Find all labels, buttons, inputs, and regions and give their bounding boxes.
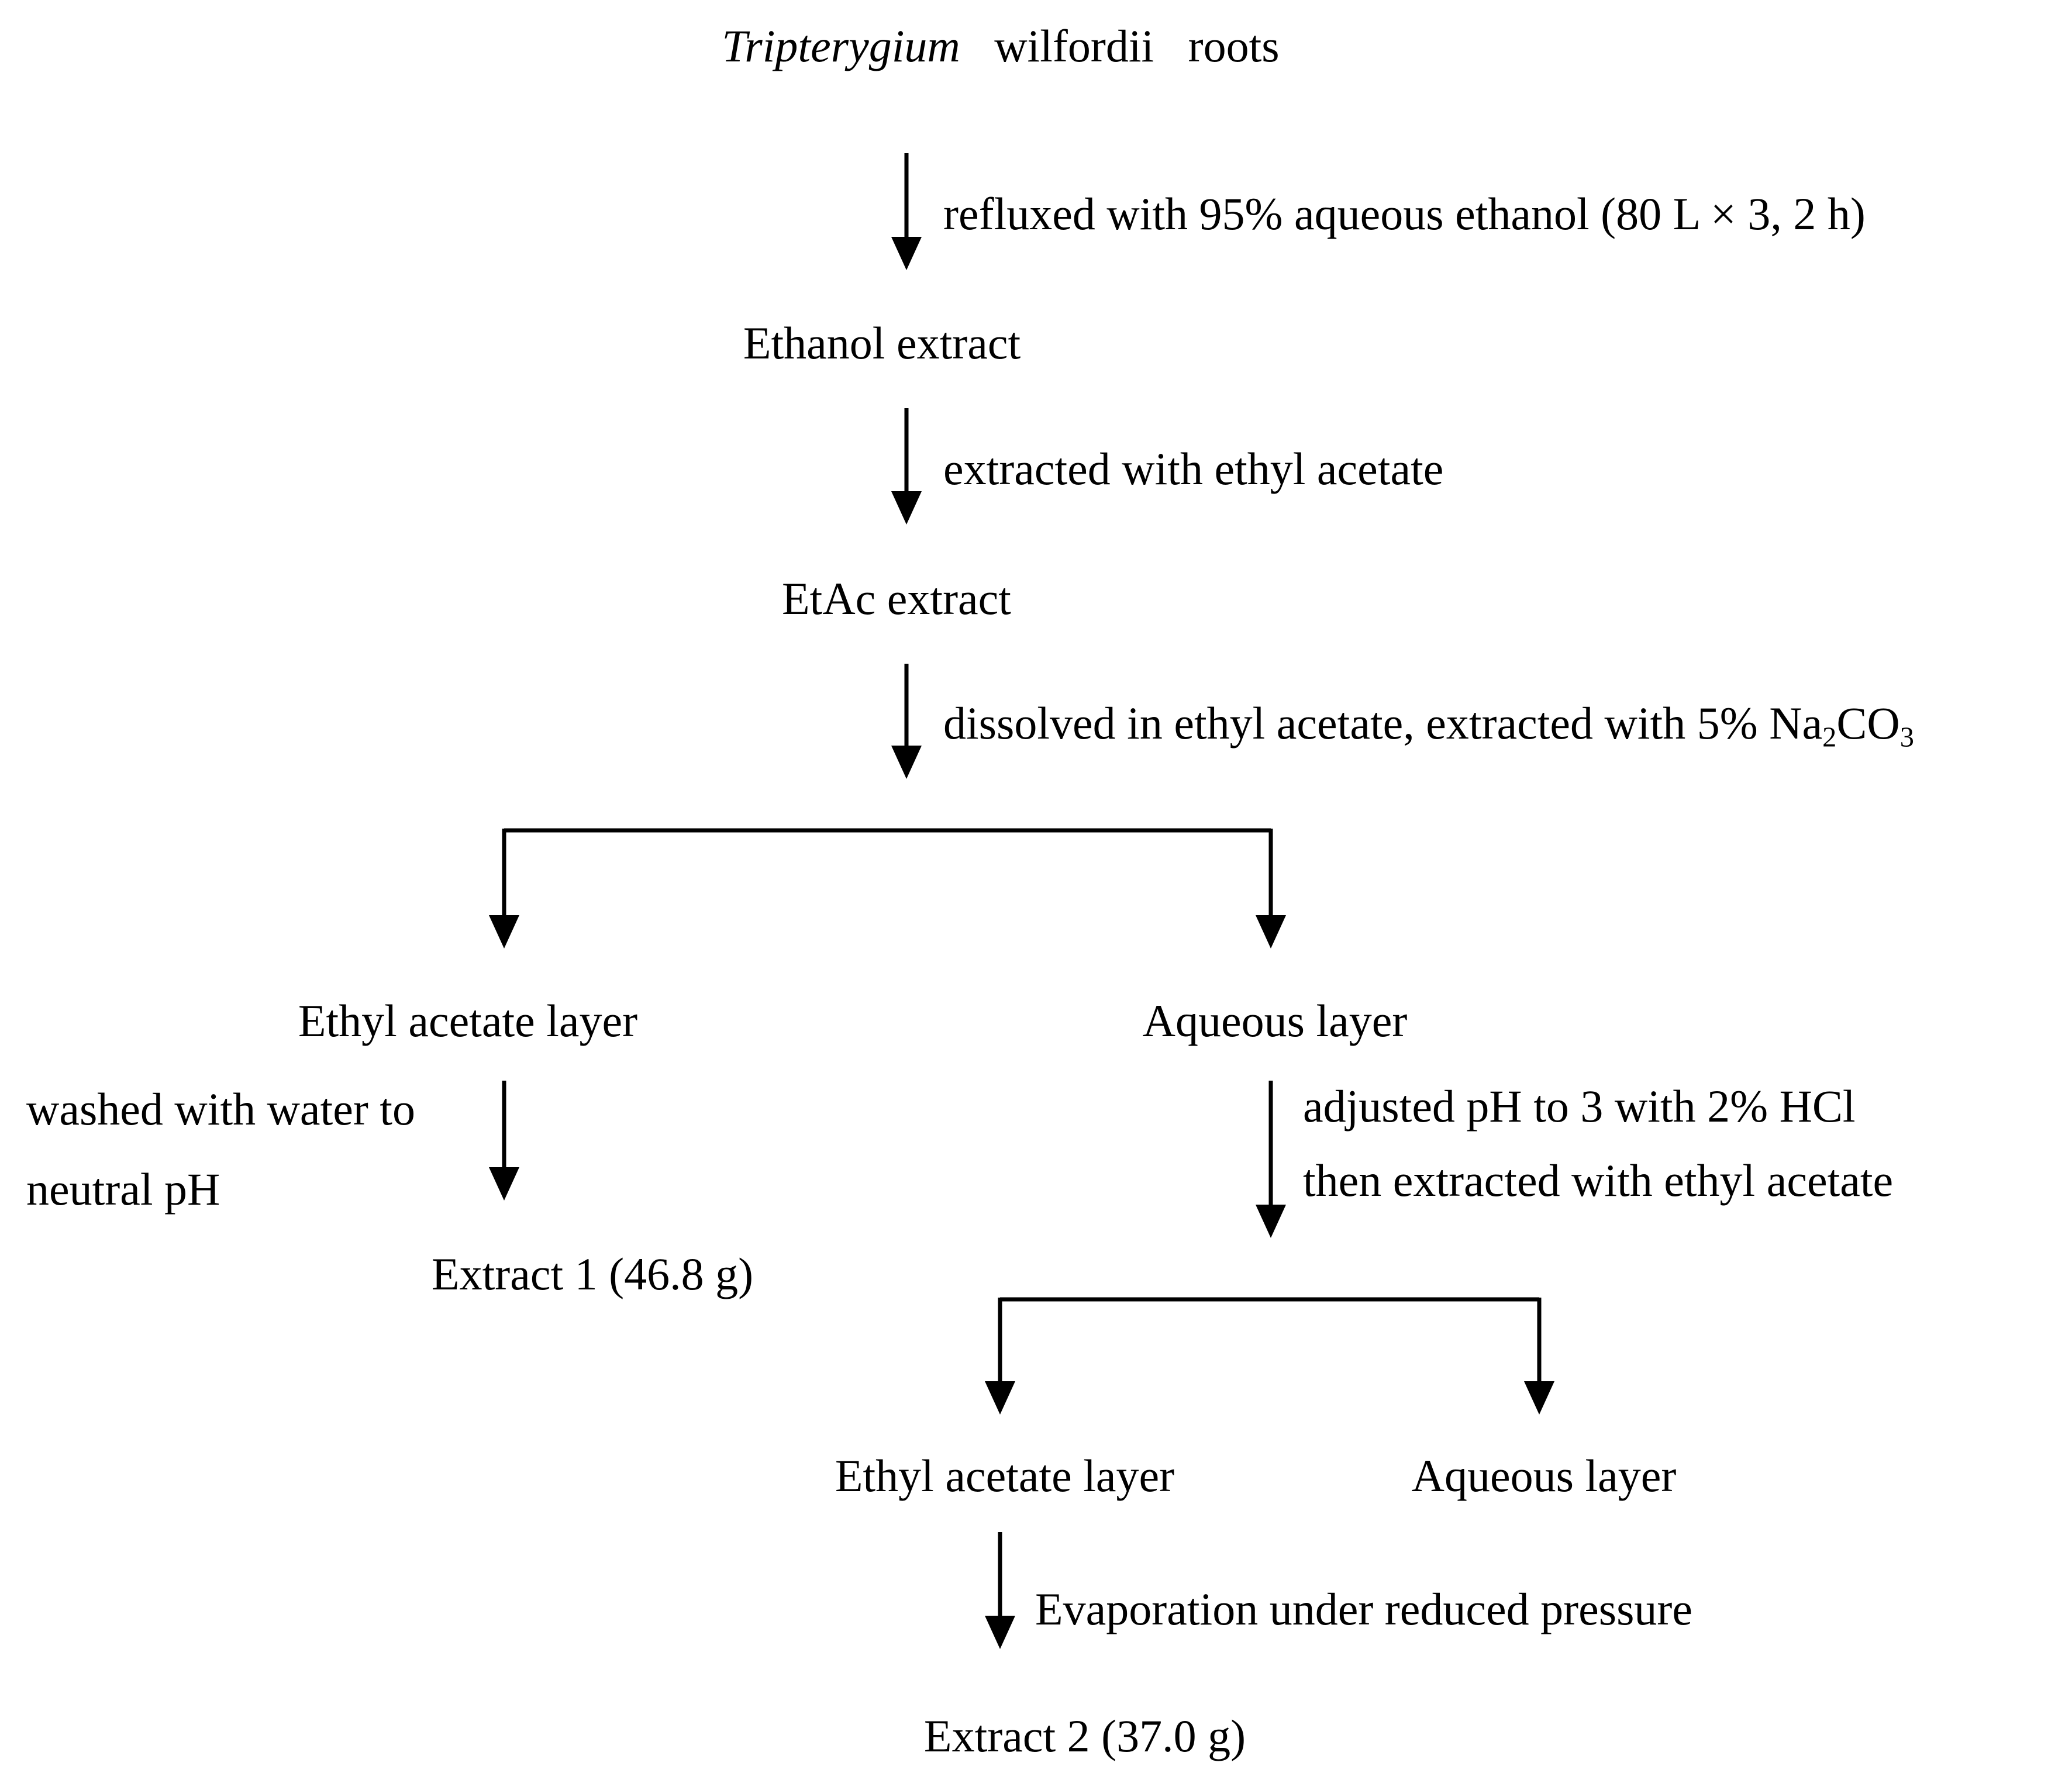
arrowhead-split-left-2 bbox=[985, 1381, 1015, 1415]
node-ethyl-acetate-layer-1: Ethyl acetate layer bbox=[298, 995, 638, 1046]
step-wash-line-1: washed with water to bbox=[26, 1084, 415, 1134]
step-dissolve-sub-na: 2 bbox=[1822, 722, 1837, 753]
step-adjust-line-1: adjusted pH to 3 with 2% HCl bbox=[1303, 1081, 1856, 1132]
step-evaporation: Evaporation under reduced pressure bbox=[1035, 1584, 1693, 1634]
arrowhead-split-right-2 bbox=[1524, 1381, 1554, 1415]
node-extract-2: Extract 2 (37.0 g) bbox=[923, 1710, 1246, 1761]
arrowhead-split-left-1 bbox=[489, 915, 519, 948]
node-aqueous-layer-1: Aqueous layer bbox=[1142, 995, 1408, 1046]
step-wash-line-2: neutral pH bbox=[26, 1164, 220, 1215]
arrowhead-dissolve bbox=[891, 746, 922, 779]
step-dissolve-text: dissolved in ethyl acetate, extracted wi… bbox=[943, 698, 1823, 749]
source-spacer bbox=[960, 20, 995, 71]
node-aqueous-layer-2: Aqueous layer bbox=[1411, 1450, 1677, 1501]
arrowhead-wash bbox=[489, 1167, 519, 1201]
arrowhead-evaporation bbox=[985, 1616, 1015, 1649]
step-adjust-line-2: then extracted with ethyl acetate bbox=[1303, 1155, 1894, 1206]
node-ethanol-extract: Ethanol extract bbox=[743, 318, 1021, 368]
arrowhead-adjust bbox=[1256, 1205, 1286, 1238]
source-label: Tripterygium wilfordii roots bbox=[722, 23, 1279, 69]
node-extract-1: Extract 1 (46.8 g) bbox=[431, 1248, 754, 1299]
arrowhead-split-right-1 bbox=[1256, 915, 1286, 948]
node-ethyl-acetate-layer-2: Ethyl acetate layer bbox=[835, 1450, 1175, 1501]
step-dissolve: dissolved in ethyl acetate, extracted wi… bbox=[943, 698, 1914, 752]
node-etac-extract: EtAc extract bbox=[782, 573, 1011, 624]
source-genus: Tripterygium bbox=[722, 20, 960, 71]
arrowhead-reflux bbox=[891, 237, 922, 270]
step-dissolve-co: CO bbox=[1836, 698, 1900, 749]
step-dissolve-sub-co: 3 bbox=[1899, 722, 1914, 753]
step-extract-etac: extracted with ethyl acetate bbox=[943, 443, 1444, 494]
step-reflux: refluxed with 95% aqueous ethanol (80 L … bbox=[943, 188, 1866, 239]
arrowhead-extract-etac bbox=[891, 491, 922, 525]
source-rest: wilfordii roots bbox=[994, 20, 1280, 71]
